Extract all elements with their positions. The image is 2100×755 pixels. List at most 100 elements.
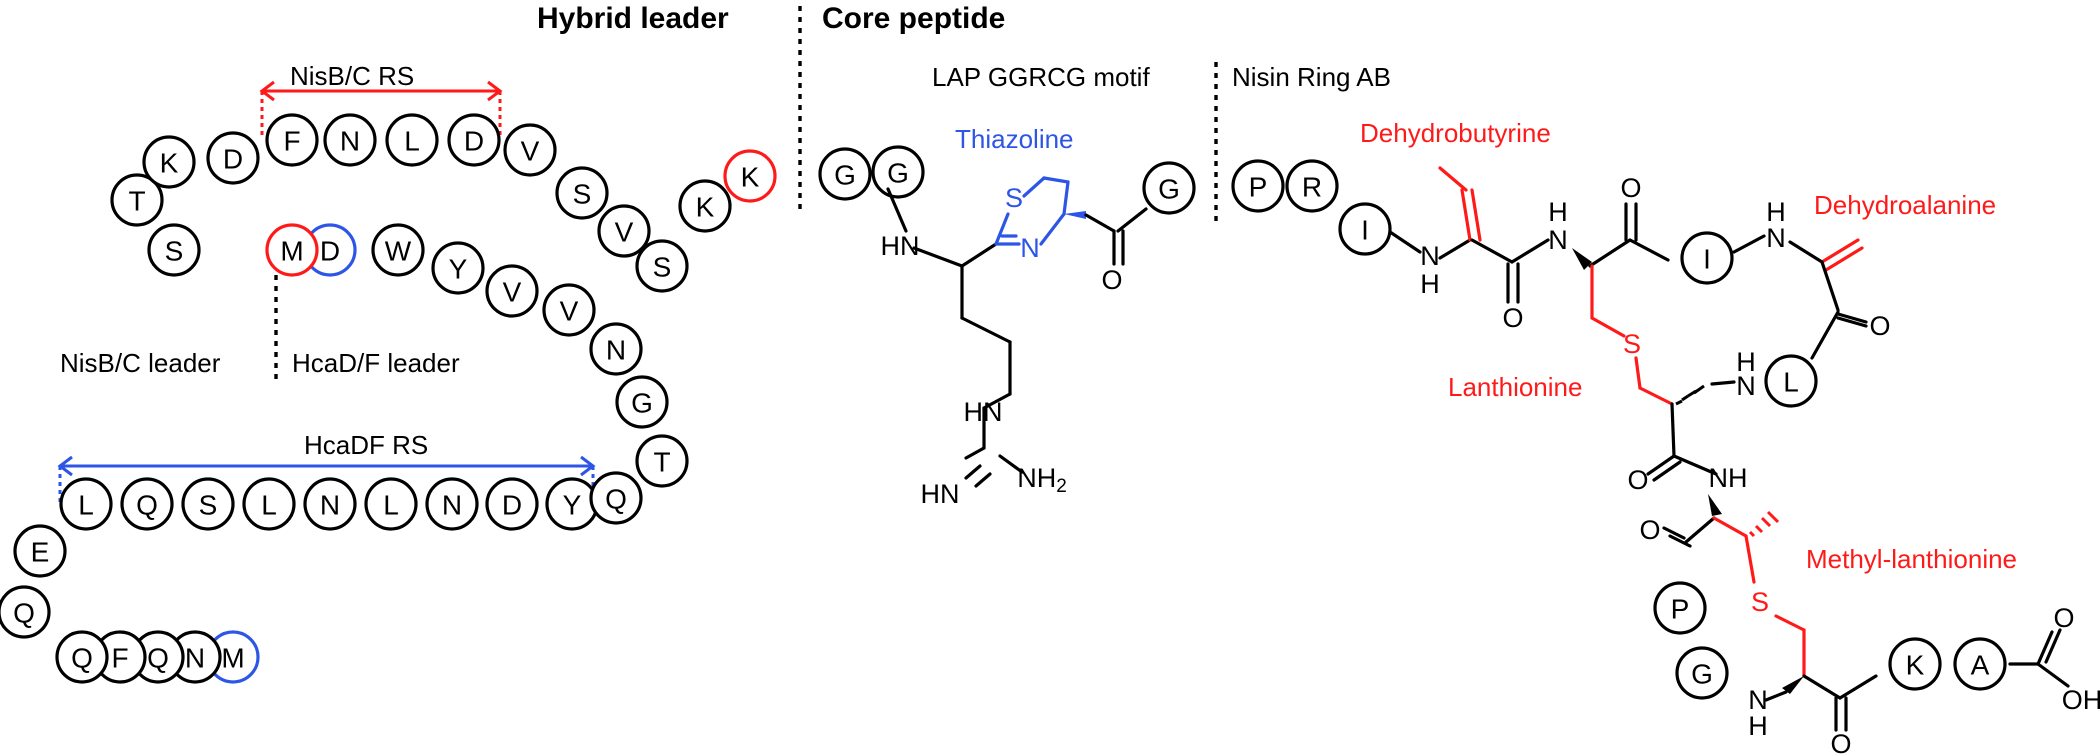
leader-residue-18 (635, 434, 689, 488)
leader-residue-31 (265, 113, 319, 167)
leader-residue-29 (142, 135, 196, 189)
ring-a-nh-h: H (1548, 197, 1568, 227)
melan-carbonyl-o: O (1639, 515, 1660, 545)
c-terminus-o: O (2053, 603, 2074, 633)
leader-residue-22 (485, 264, 539, 318)
leader-residue-label-29: K (160, 148, 179, 179)
leader-residue-label-9: Q (136, 490, 158, 521)
leader-residue-label-21: V (560, 296, 579, 327)
nisbc-rs-label: NisB/C RS (290, 61, 414, 91)
leader-residue-label-39: K (696, 192, 715, 223)
guanidine-hn-label: HN (964, 397, 1003, 427)
thiazoline-label: Thiazoline (955, 124, 1074, 154)
leader-residue-label-15: D (502, 490, 522, 521)
core-residue-label-7: I (1703, 244, 1711, 275)
dha-nh-h: H (1766, 197, 1786, 227)
dehydroalanine-label: Dehydroalanine (1814, 190, 1996, 220)
leader-residue-24 (371, 223, 425, 277)
leader-residue-label-5: Q (71, 643, 93, 674)
leader-residue-28 (110, 173, 164, 227)
lap-hn-label: HN (881, 231, 920, 261)
thiazoline-n-atom: N (1020, 233, 1040, 263)
leader-residue-35 (503, 123, 557, 177)
melan-nh-label: NH (1709, 463, 1748, 493)
leader-residue-14 (425, 477, 479, 531)
core-residue-label-5: R (1302, 172, 1322, 203)
core-residue-5 (1285, 159, 1339, 213)
leader-residue-34 (447, 113, 501, 167)
nisbc-rs-range (259, 80, 503, 135)
dehydrobutyrine-label: Dehydrobutyrine (1360, 118, 1551, 148)
leader-residue-15 (485, 477, 539, 531)
leader-residue-19 (615, 375, 669, 429)
core-residue-10 (1675, 646, 1729, 700)
leader-residue-label-32: N (340, 126, 360, 157)
leader-residue-6 (0, 585, 51, 639)
leader-residue-13 (364, 477, 418, 531)
core-residue-2 (871, 145, 925, 199)
leader-residue-38 (635, 239, 689, 293)
leader-residue-label-20: N (606, 335, 626, 366)
guanidine-nh2-label: NH2 (1017, 463, 1067, 497)
leader-residue-label-31: F (283, 126, 300, 157)
lap-carbonyl-o: O (1101, 265, 1122, 295)
leader-residue-23 (431, 241, 485, 295)
leader-residue-label-36: S (573, 179, 592, 210)
leader-residue-label-40: K (741, 162, 760, 193)
methyl-lanthionine-label: Methyl-lanthionine (1806, 544, 2017, 574)
leader-residue-5 (55, 630, 109, 684)
hcadf-rs-label: HcaDF RS (304, 430, 428, 460)
lan-carbonyl-o: O (1627, 465, 1648, 495)
leader-residue-label-12: N (320, 490, 340, 521)
lap-structure: HN S N O HN HN NH2 Thiazoline (881, 124, 1148, 509)
hcadf-leader-label: HcaD/F leader (292, 348, 460, 378)
lan-nh-h: H (1736, 347, 1756, 377)
leader-residue-label-7: E (31, 537, 50, 568)
leader-residue-label-14: N (442, 490, 462, 521)
core-residue-label-9: P (1671, 594, 1690, 625)
leader-residue-label-17: Q (605, 484, 627, 515)
leader-residue-label-25: D (320, 236, 340, 267)
leader-residue-label-6: Q (13, 598, 35, 629)
leader-residue-label-23: Y (449, 254, 468, 285)
dha-carbonyl-o: O (1869, 311, 1890, 341)
ring-a-nh-n: N (1548, 225, 1568, 255)
core-residue-label-8: L (1783, 367, 1799, 398)
leader-residue-label-8: L (78, 490, 94, 521)
core-peptide-header: Core peptide (822, 2, 1005, 35)
leader-residue-label-35: V (521, 136, 540, 167)
core-residue-1 (818, 147, 872, 201)
dhb-nh-n: N (1420, 241, 1440, 271)
core-residue-label-3: G (1158, 174, 1180, 205)
leader-residue-label-22: V (503, 277, 522, 308)
core-residue-9 (1653, 581, 1707, 635)
leader-residue-36 (555, 166, 609, 220)
lanthionine-label: Lanthionine (1448, 372, 1582, 402)
core-residue-12 (1953, 637, 2007, 691)
ring-a-carbonyl-o: O (1620, 173, 1641, 203)
dha-nh-n: N (1766, 223, 1786, 253)
leader-residue-39 (678, 179, 732, 233)
leader-residue-label-24: W (385, 236, 412, 267)
core-residue-label-1: G (834, 160, 856, 191)
leader-residue-label-10: S (199, 490, 218, 521)
hybrid-leader-header: Hybrid leader (537, 2, 729, 35)
core-residue-label-12: A (1971, 650, 1990, 681)
leader-residue-label-2: N (185, 643, 205, 674)
leader-residue-26 (265, 223, 319, 277)
leader-residue-label-37: V (615, 217, 634, 248)
core-residue-11 (1888, 637, 1942, 691)
leader-residue-9 (120, 477, 174, 531)
leader-residue-label-3: Q (147, 643, 169, 674)
core-residue-3 (1142, 161, 1196, 215)
c-terminus-oh: OH (2062, 685, 2100, 715)
leader-residue-20 (589, 322, 643, 376)
core-residue-label-10: G (1691, 659, 1713, 690)
core-residue-6 (1338, 202, 1392, 256)
leader-residue-21 (542, 283, 596, 337)
leader-residue-label-19: G (631, 388, 653, 419)
leader-residue-label-33: L (404, 126, 420, 157)
leader-residue-32 (323, 113, 377, 167)
